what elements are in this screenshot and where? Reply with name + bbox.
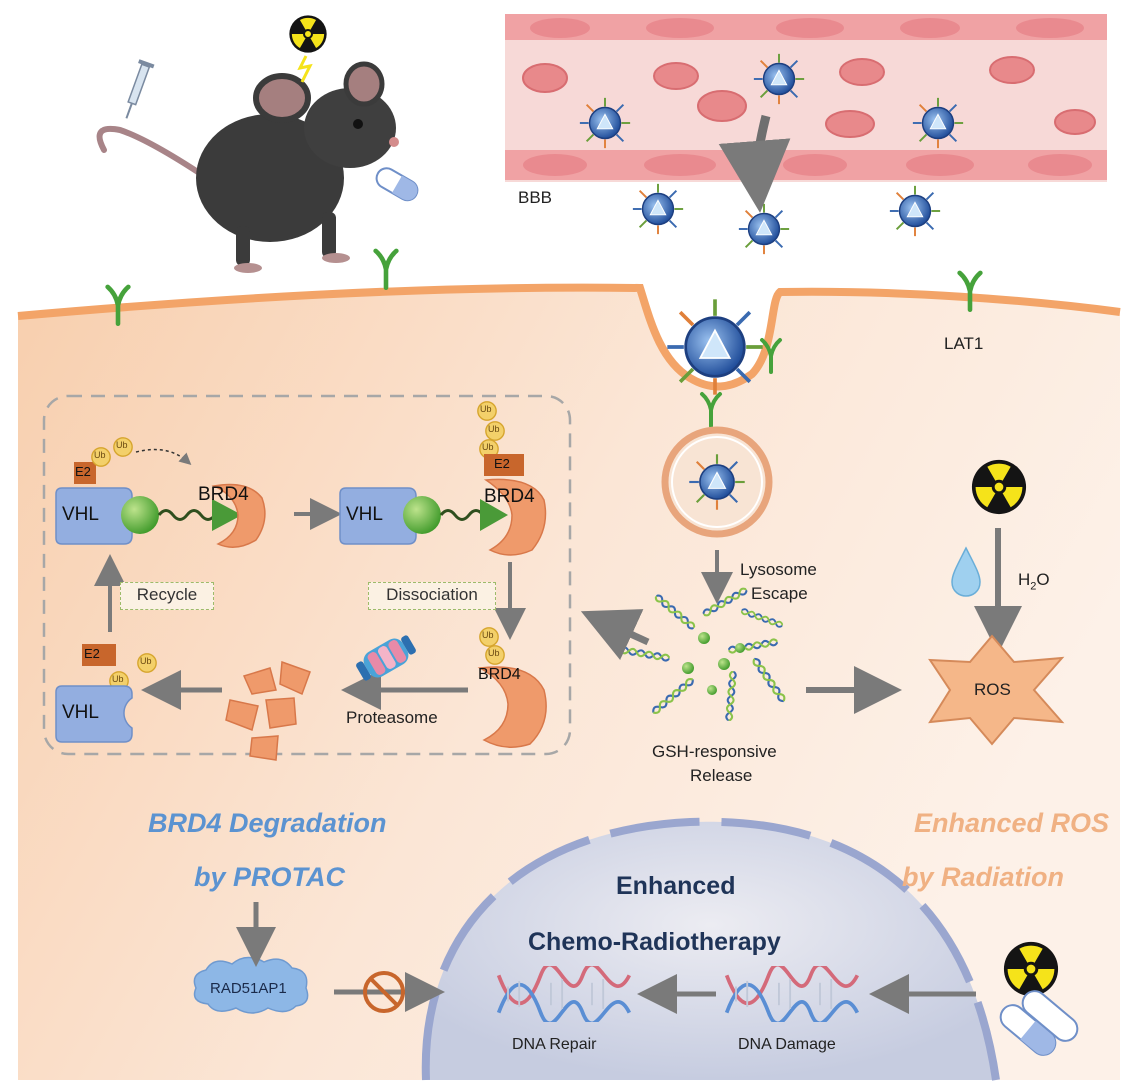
syringe-icon bbox=[125, 59, 155, 119]
capsule-icon bbox=[1021, 990, 1079, 1042]
brd4-degradation-title: BRD4 Degradation bbox=[148, 808, 387, 838]
ub-label: Ub bbox=[482, 630, 494, 640]
lysosome-escape-label-line1: Lysosome bbox=[740, 560, 817, 579]
ub-label: Ub bbox=[482, 442, 494, 452]
ub-label: Ub bbox=[94, 450, 106, 460]
nucleus bbox=[421, 817, 1000, 1081]
by-protac-title: by PROTAC bbox=[194, 862, 346, 892]
capsule-icon bbox=[999, 1004, 1057, 1056]
ternary-complex-icon bbox=[55, 437, 266, 548]
gsh-release-label-line2: Release bbox=[690, 766, 753, 785]
dna-repair-label: DNA Repair bbox=[512, 1036, 597, 1053]
vhl-label: VHL bbox=[346, 504, 383, 525]
rad51ap1-cloud-icon bbox=[193, 956, 309, 1014]
brd4-label: BRD4 bbox=[484, 486, 535, 507]
vhl-label: VHL bbox=[62, 504, 99, 525]
enhanced-ros-title: Enhanced ROS bbox=[914, 808, 1110, 838]
by-radiation-title: by Radiation bbox=[902, 862, 1065, 892]
radiation-icon bbox=[970, 458, 1028, 516]
drug-release-burst-icon bbox=[619, 585, 788, 722]
mouse-icon bbox=[96, 61, 419, 273]
ub-label: Ub bbox=[140, 656, 152, 666]
dna-damage-label: DNA Damage bbox=[738, 1036, 836, 1053]
proteasome-label: Proteasome bbox=[346, 708, 438, 727]
lat1-label: LAT1 bbox=[944, 334, 984, 353]
endocytosis-nanoparticle-icon bbox=[665, 297, 765, 397]
recycle-label: Recycle bbox=[120, 582, 214, 610]
lysosome-escape-label-line2: Escape bbox=[751, 584, 808, 603]
chemo-radiotherapy-title: Chemo-Radiotherapy bbox=[528, 928, 781, 956]
gsh-release-label-line1: GSH-responsive bbox=[652, 742, 777, 761]
peptide-fragments-icon bbox=[225, 660, 311, 761]
bbb-label: BBB bbox=[518, 188, 553, 207]
enhanced-title: Enhanced bbox=[616, 872, 736, 900]
ubiquitinated-brd4-icon bbox=[477, 627, 547, 748]
blood-vessel bbox=[505, 14, 1107, 256]
ub-label: Ub bbox=[116, 440, 128, 450]
vhl-label: VHL bbox=[62, 702, 99, 723]
dissociation-label: Dissociation bbox=[368, 582, 496, 610]
ub-label: Ub bbox=[488, 648, 500, 658]
rad51ap1-label: RAD51AP1 bbox=[210, 980, 287, 997]
protac-cycle-box bbox=[42, 394, 572, 756]
vhl-e2-recycled-icon bbox=[55, 644, 157, 743]
e2-label: E2 bbox=[494, 456, 510, 471]
ros-label: ROS bbox=[974, 680, 1011, 699]
brd4-label: BRD4 bbox=[198, 484, 249, 505]
radiation-icon bbox=[288, 14, 328, 83]
water-drop-icon bbox=[951, 546, 981, 597]
e2-label: E2 bbox=[84, 646, 100, 661]
no-entry-icon bbox=[363, 971, 405, 1013]
h2o-label: H2O bbox=[1018, 570, 1050, 593]
ubiquitinated-complex-icon bbox=[339, 401, 547, 556]
ub-label: Ub bbox=[112, 674, 124, 684]
e2-label: E2 bbox=[75, 464, 91, 479]
proteasome-icon bbox=[356, 635, 416, 681]
ub-label: Ub bbox=[488, 424, 500, 434]
radiation-icon bbox=[1002, 940, 1060, 998]
brd4-label: BRD4 bbox=[478, 666, 521, 683]
lysosome-icon bbox=[661, 426, 773, 538]
ros-star-icon bbox=[928, 634, 1065, 746]
ub-label: Ub bbox=[480, 404, 492, 414]
